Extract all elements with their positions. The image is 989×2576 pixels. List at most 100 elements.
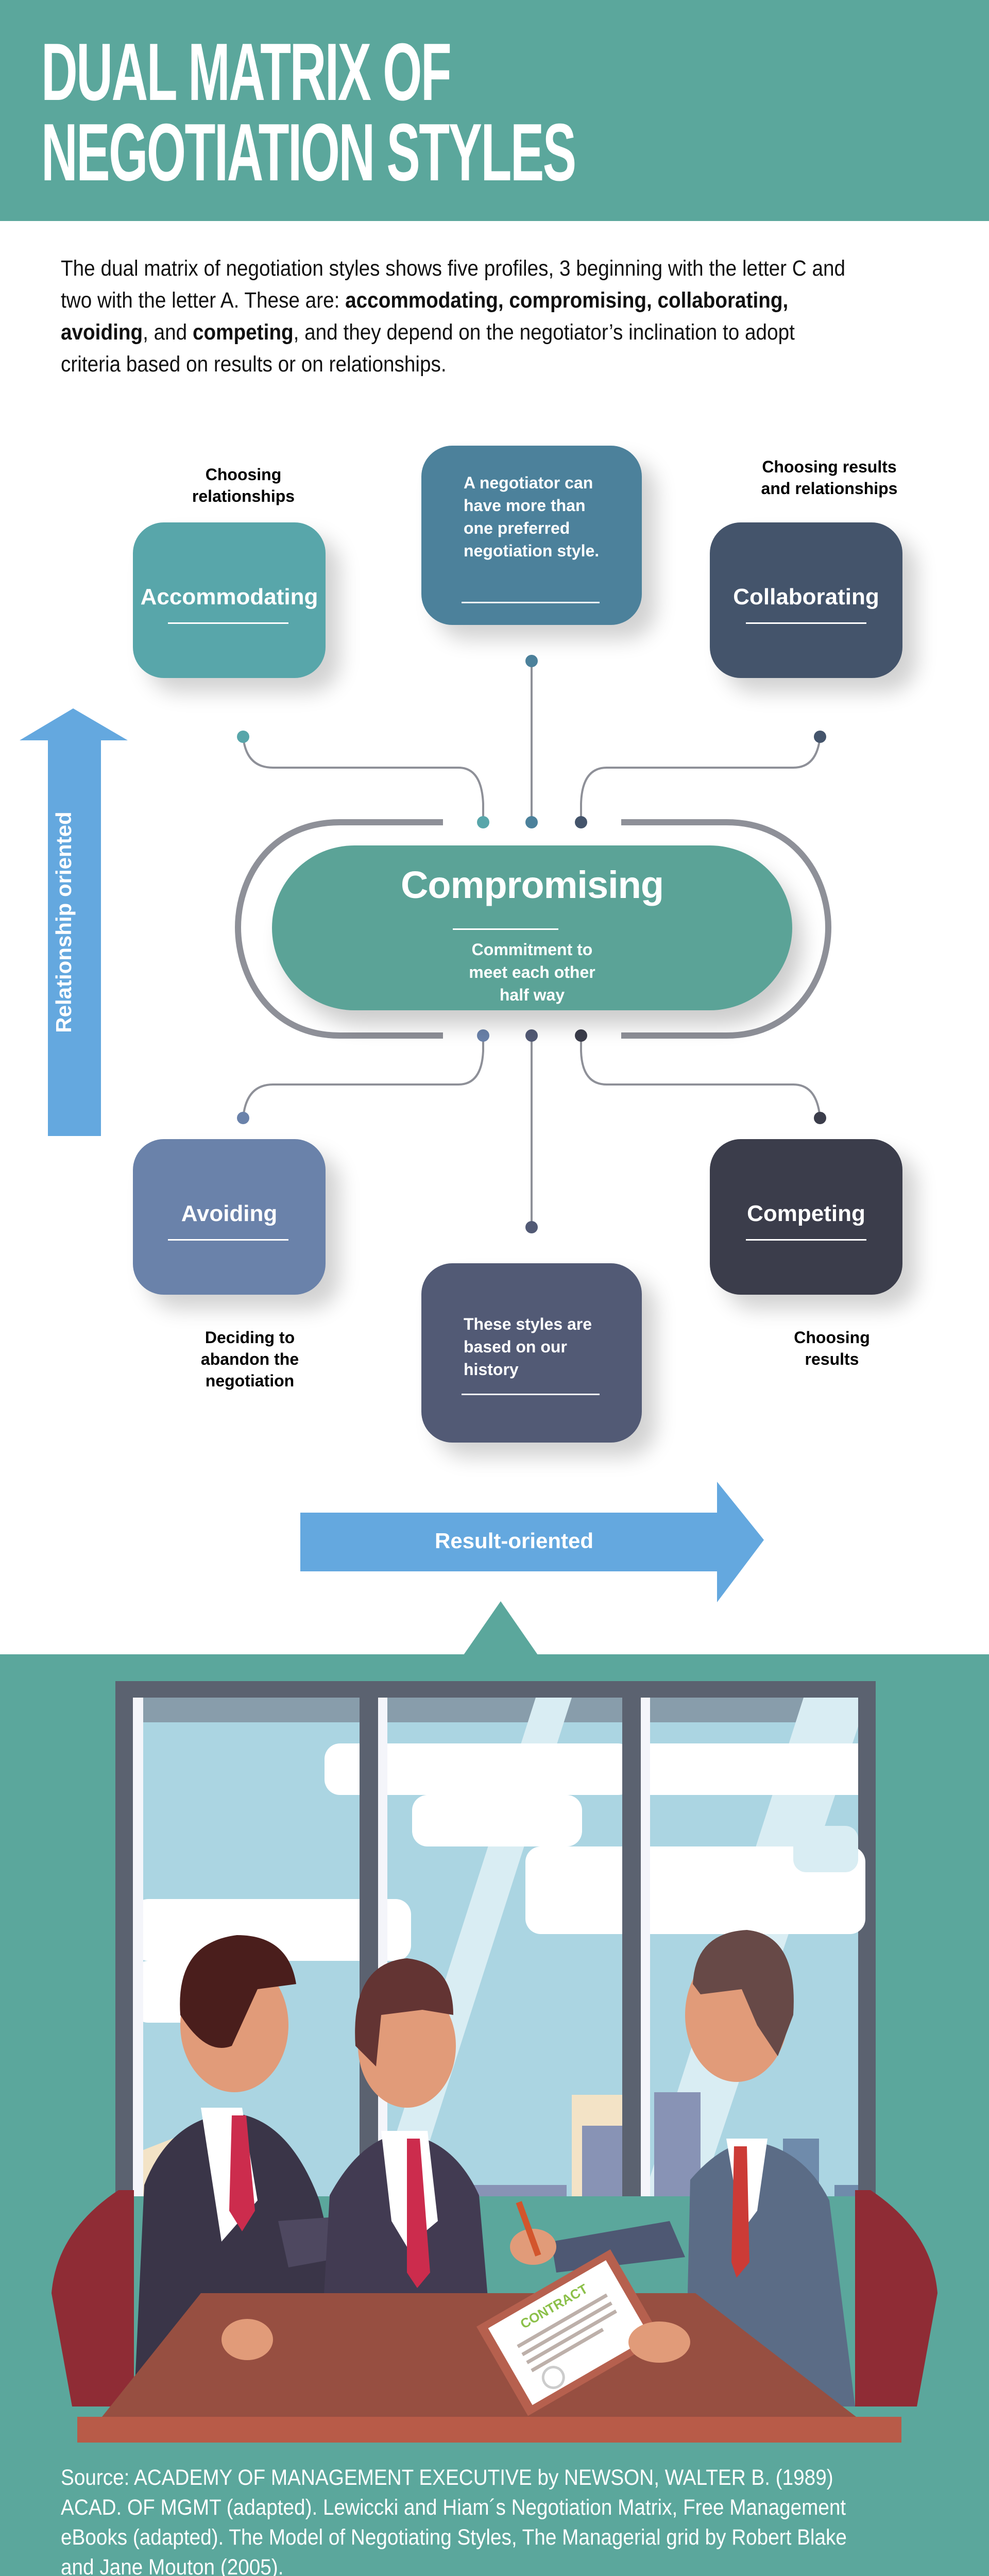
connector-accommodating [242,736,484,819]
cloud [412,1795,582,1846]
note-card-bottom: These styles are based on our history [421,1263,642,1443]
note-line: These styles are [464,1315,592,1333]
chair-left [52,2190,134,2406]
intro-paragraph: The dual matrix of negotiation styles sh… [61,252,858,380]
underline [168,622,288,624]
style-label: Collaborating [733,584,879,609]
dot-center-1 [477,816,489,828]
table-edge [77,2417,901,2443]
note-line: negotiation style. [464,541,600,560]
dot-note-bottom [525,1221,538,1233]
note-text: A negotiator can have more than one pref… [464,471,599,562]
connector-competing [580,1038,821,1118]
caption-line: abandon the [200,1350,299,1368]
style-card-competing[interactable]: Competing [710,1139,902,1295]
note-text: These styles are based on our history [464,1313,592,1381]
cloud [325,1743,634,1795]
negotiation-matrix-diagram: Choosing relationships Choosing results … [20,446,917,1602]
section-notch [464,1601,538,1655]
description-line: meet each other [469,963,595,981]
caption-accommodating: Choosing relationships [160,464,327,507]
negotiation-illustration: CONTRACT [52,1681,937,2443]
page-title: DUAL MATRIX OF NEGOTIATION STYLES [41,27,576,198]
caption-line: Choosing [205,465,282,484]
underline [462,1394,600,1395]
axis-label-text: Relationship oriented [52,811,76,1033]
note-line: A negotiator can [464,473,593,492]
dot-center-6 [575,1029,587,1042]
connector-avoiding [242,1038,484,1118]
underline [746,622,866,624]
note-line: have more than [464,496,586,515]
dot-center-4 [477,1029,489,1042]
source-citation: Source: ACADEMY OF MANAGEMENT EXECUTIVE … [61,2465,847,2576]
dot-accommodating [237,731,249,743]
dot-center-5 [525,1029,538,1042]
caption-line: Choosing [794,1328,870,1347]
window-mullion [622,1698,641,2196]
description-line: Commitment to [471,940,593,959]
style-label: Avoiding [181,1201,278,1226]
style-card-avoiding[interactable]: Avoiding [133,1139,326,1295]
hand [221,2319,273,2360]
caption-line: Deciding to [204,1328,295,1347]
note-line: history [464,1360,519,1379]
intro-text: , and [143,320,193,345]
connector-lines [234,655,832,1233]
contract-clipboard: CONTRACT [476,2249,662,2416]
dot-center-2 [525,816,538,828]
intro-text: The dual matrix of negotiation styles sh… [61,256,846,313]
note-line: based on our [464,1337,567,1356]
style-description: Commitment to meet each other half way [272,938,792,1006]
intro-styles-bold: accommodating, compromising, collaborati… [61,288,789,345]
caption-competing: Choosing results [755,1327,909,1370]
person-right [510,1930,855,2406]
note-line: one preferred [464,519,570,537]
caption-line: Choosing results [762,457,897,476]
chair-right [855,2190,937,2406]
cloud [646,1743,858,1795]
result-axis-arrow [300,1482,764,1602]
dot-note-top [525,655,538,667]
style-card-accommodating[interactable]: Accommodating [133,522,326,678]
underline [462,602,600,603]
result-axis-label: Result-oriented [434,1529,594,1553]
style-card-compromising[interactable]: Compromising Commitment to meet each oth… [272,845,792,1010]
underline [168,1239,288,1241]
cloud [793,1826,858,1872]
style-label: Competing [747,1201,865,1226]
underline [746,1239,866,1241]
caption-avoiding: Deciding to abandon the negotiation [170,1327,330,1392]
cloud [133,1899,411,1961]
title-line-2: NEGOTIATION STYLES [41,107,576,198]
window-mullion [360,1698,378,2196]
caption-line: results [805,1350,859,1368]
arrow-right-icon [300,1482,764,1602]
table-top [81,2293,890,2443]
seal-icon [541,2366,565,2389]
building [582,2126,623,2196]
note-card-top: A negotiator can have more than one pref… [421,446,642,625]
caption-line: negotiation [205,1371,295,1390]
center-ring [234,819,832,1039]
intro-text: , and they depend on the negotiator’s in… [61,320,795,377]
hand [628,2321,690,2363]
caption-collaborating: Choosing results and relationships [742,456,917,499]
description-line: half way [499,986,565,1004]
cloud [525,1846,865,1934]
dot-avoiding [237,1112,249,1124]
intro-competing-bold: competing [192,320,294,345]
header-banner: DUAL MATRIX OF NEGOTIATION STYLES [0,0,989,221]
connector-collaborating [580,736,821,819]
relationship-axis-arrow [20,708,128,1136]
title-line-1: DUAL MATRIX OF [41,27,452,117]
caption-line: and relationships [761,479,898,498]
style-label: Compromising [400,863,664,906]
dot-collaborating [814,731,826,743]
pen-icon [516,2201,541,2257]
arrow-up-icon [20,708,128,1136]
dot-center-3 [575,816,587,828]
style-card-collaborating[interactable]: Collaborating [710,522,902,678]
style-label: Accommodating [140,584,318,609]
caption-line: relationships [192,487,295,505]
